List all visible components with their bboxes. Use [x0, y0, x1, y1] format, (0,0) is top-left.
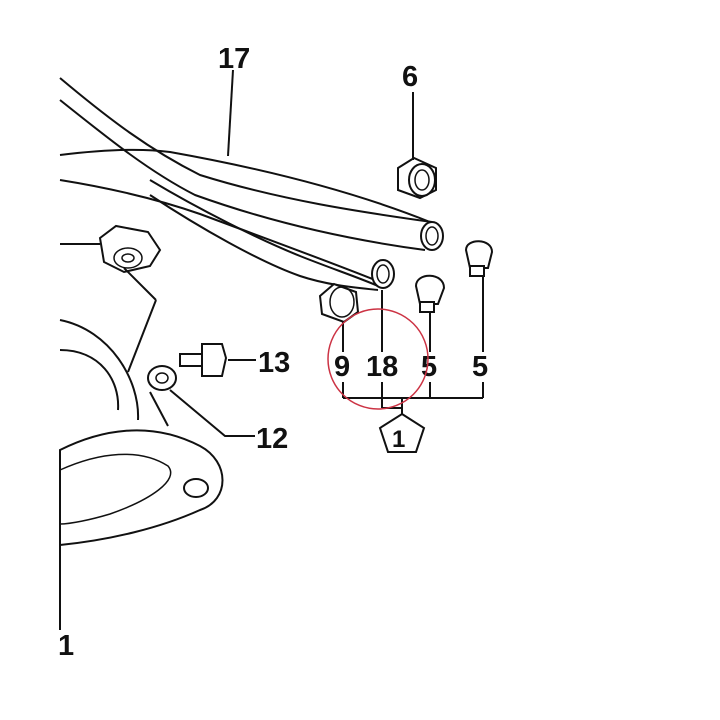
callout-sleeve-9: 9 — [334, 351, 350, 383]
callout-top-partial: 17 — [218, 43, 250, 75]
sleeve-9 — [318, 282, 360, 324]
callout-washer: 12 — [256, 423, 288, 455]
sleeve-6 — [397, 156, 437, 200]
label-bg-5b — [472, 352, 494, 382]
clamp-5a — [414, 274, 446, 313]
grommet — [98, 224, 162, 274]
callout-clamp-5b: 5 — [472, 351, 488, 383]
callout-bolt: 13 — [258, 347, 290, 379]
kit-pentagon-symbol: 1 — [378, 412, 426, 453]
callout-hose-18: 18 — [366, 351, 398, 383]
highlight-circle — [327, 308, 429, 410]
leader-top-partial — [227, 69, 234, 157]
label-bg-9 — [333, 352, 355, 382]
clamp-5b — [464, 240, 494, 277]
bolt-13 — [179, 343, 228, 377]
exhaust-flange — [59, 267, 224, 630]
hose-bundle — [59, 77, 444, 291]
kit-symbol-label: 1 — [392, 426, 405, 453]
callout-flange: 1 — [58, 630, 74, 662]
washer-12 — [147, 365, 177, 391]
label-bg-18 — [364, 352, 400, 382]
leader-washer — [169, 389, 255, 437]
callout-sleeve-top: 6 — [402, 61, 418, 93]
